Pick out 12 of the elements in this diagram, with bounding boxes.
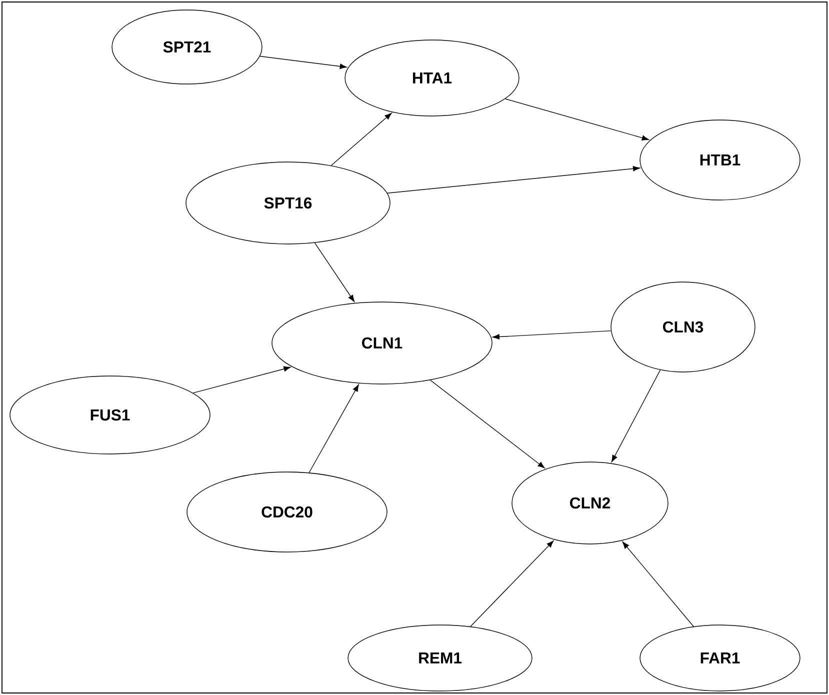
arrow: [192, 366, 291, 394]
arrow: [260, 56, 347, 70]
arrow: [314, 242, 355, 302]
arrow: [387, 166, 640, 194]
arrow: [622, 542, 694, 627]
arrow: [492, 330, 612, 340]
arrow: [430, 380, 545, 468]
arrow: [611, 370, 661, 462]
arrow: [308, 384, 359, 473]
arrow: [470, 540, 554, 627]
arrow: [504, 98, 649, 141]
arrow: [330, 112, 392, 166]
